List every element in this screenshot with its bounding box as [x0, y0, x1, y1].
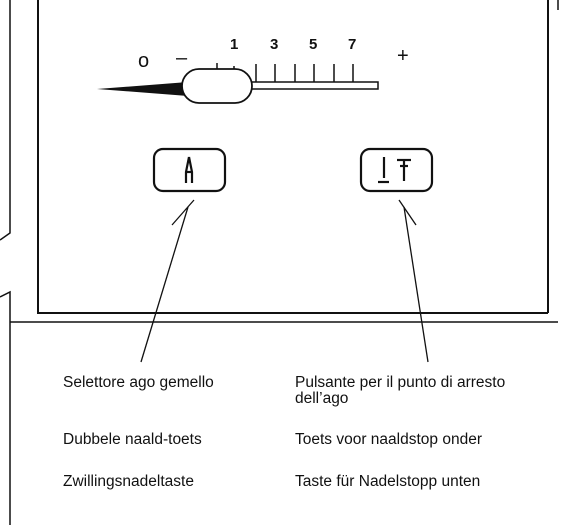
needle-stop-button[interactable] [361, 149, 432, 191]
slider-minus-symbol: – [176, 47, 188, 69]
machine-body-edge-bottom [0, 290, 11, 525]
slider-knob [181, 68, 253, 104]
scale-label-7: 7 [348, 36, 357, 53]
slider-min-symbol: o [138, 50, 150, 72]
label-twin-needle-it: Selettore ago gemello [63, 374, 214, 391]
slider-track [246, 81, 379, 90]
label-twin-needle-de: Zwillingsnadeltaste [63, 473, 194, 490]
label-needle-stop-it-line2: dell’ago [295, 390, 349, 407]
label-needle-stop-it-line1: Pulsante per il punto di arresto [295, 374, 506, 391]
scale-label-3: 3 [270, 36, 279, 53]
label-twin-needle-nl: Dubbele naald-toets [63, 431, 202, 448]
leader-lines [140, 199, 429, 363]
scale-label-5: 5 [309, 36, 318, 53]
label-needle-stop-de: Taste für Nadelstopp unten [295, 473, 481, 490]
speed-wedge [97, 82, 188, 96]
label-needle-stop-nl: Toets voor naaldstop onder [295, 431, 482, 448]
twin-needle-button-shape [152, 147, 227, 193]
needle-stop-button-shape [359, 147, 434, 193]
control-panel-frame [37, 0, 548, 314]
slider-plus-symbol: + [397, 45, 409, 67]
twin-needle-button[interactable] [154, 149, 225, 191]
machine-body-edge-top [0, 0, 11, 241]
slider-scale-ticks [255, 64, 354, 82]
needle-stop-down-icon [378, 157, 411, 184]
scale-label-1: 1 [230, 36, 239, 53]
twin-needle-icon [184, 156, 194, 183]
